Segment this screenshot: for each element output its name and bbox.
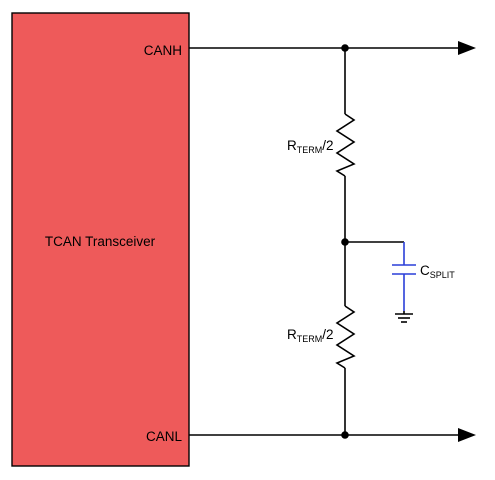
capacitor-label: CSPLIT [420, 263, 455, 280]
canh-pin-label: CANH [144, 43, 182, 58]
capacitor-icon [392, 264, 416, 275]
arrow-right-icon [458, 41, 476, 55]
transceiver-label: TCAN Transceiver [45, 234, 156, 249]
resistor-top-label: RTERM/2 [287, 138, 334, 155]
resistor-icon [335, 305, 356, 369]
junction-dot-icon [341, 44, 349, 52]
tcan-transceiver-block [11, 12, 190, 467]
arrow-right-icon [458, 428, 476, 442]
resistor-icon [335, 113, 356, 177]
canl-pin-label: CANL [146, 429, 183, 444]
resistor-bottom-label: RTERM/2 [287, 327, 334, 344]
ground-icon [395, 311, 413, 323]
junction-dot-icon [341, 431, 349, 439]
junction-dot-icon [341, 238, 349, 246]
